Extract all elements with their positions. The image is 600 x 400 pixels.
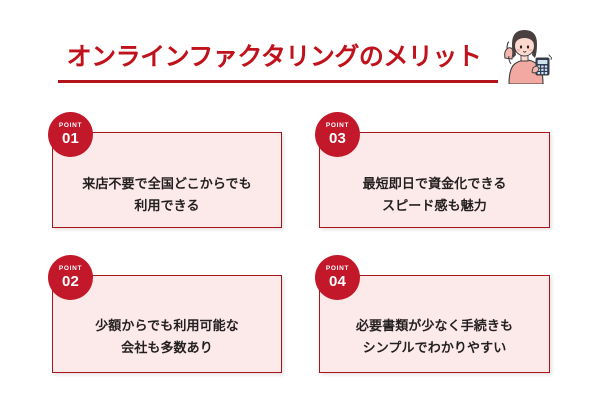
point-badge-03-label: POINT [325, 122, 350, 129]
point-card-01-line-2: 利用できる [134, 198, 200, 213]
point-badge-03: POINT 03 [315, 112, 360, 157]
point-card-01[interactable]: 来店不要で全国どこからでも 利用できる [52, 132, 282, 228]
point-badge-02-number: 02 [61, 273, 80, 290]
point-card-04-line-1: 必要書類が少なく手続きも [355, 318, 514, 333]
point-card-03-line-1: 最短即日で資金化できる [362, 176, 507, 191]
point-card-01-text: 来店不要で全国どこからでも 利用できる [82, 173, 252, 217]
point-card-04[interactable]: 必要書類が少なく手続きも シンプルでわかりやすい [319, 275, 550, 373]
point-badge-02-label: POINT [58, 265, 83, 272]
point-card-02-line-1: 少額からでも利用可能な [95, 318, 239, 333]
point-badge-04: POINT 04 [315, 255, 360, 300]
point-card-01-line-1: 来店不要で全国どこからでも [82, 176, 252, 191]
point-badge-01-number: 01 [61, 130, 80, 147]
point-card-01-body: 来店不要で全国どこからでも 利用できる [53, 163, 281, 227]
point-badge-01: POINT 01 [48, 112, 93, 157]
point-badge-04-number: 04 [328, 273, 347, 290]
point-card-04-body: 必要書類が少なく手続きも シンプルでわかりやすい [320, 302, 549, 372]
point-card-03-line-2: スピード感も魅力 [382, 198, 487, 213]
point-badge-02: POINT 02 [48, 255, 93, 300]
points-grid: 来店不要で全国どこからでも 利用できる POINT 01 少額からでも利用可能な… [0, 100, 600, 390]
header: オンラインファクタリングのメリット [0, 0, 600, 100]
point-card-04-text: 必要書類が少なく手続きも シンプルでわかりやすい [356, 315, 513, 359]
point-card-03-text: 最短即日で資金化できる スピード感も魅力 [363, 173, 507, 217]
woman-with-calculator-illustration [492, 22, 554, 85]
title-underline-rule [58, 80, 498, 83]
point-card-02-line-2: 会社も多数あり [121, 340, 213, 355]
point-card-02-text: 少額からでも利用可能な 会社も多数あり [95, 315, 239, 359]
point-card-02-body: 少額からでも利用可能な 会社も多数あり [53, 302, 281, 372]
page-title-text: オンラインファクタリングのメリット [66, 43, 482, 71]
point-card-03[interactable]: 最短即日で資金化できる スピード感も魅力 [319, 132, 550, 228]
page-title: オンラインファクタリングのメリット [58, 40, 498, 86]
point-badge-04-label: POINT [325, 265, 350, 272]
point-badge-03-number: 03 [328, 130, 347, 147]
point-card-04-line-2: シンプルでわかりやすい [362, 340, 507, 355]
point-card-03-body: 最短即日で資金化できる スピード感も魅力 [320, 163, 549, 227]
point-badge-01-label: POINT [58, 122, 83, 129]
point-card-02[interactable]: 少額からでも利用可能な 会社も多数あり [52, 275, 282, 373]
